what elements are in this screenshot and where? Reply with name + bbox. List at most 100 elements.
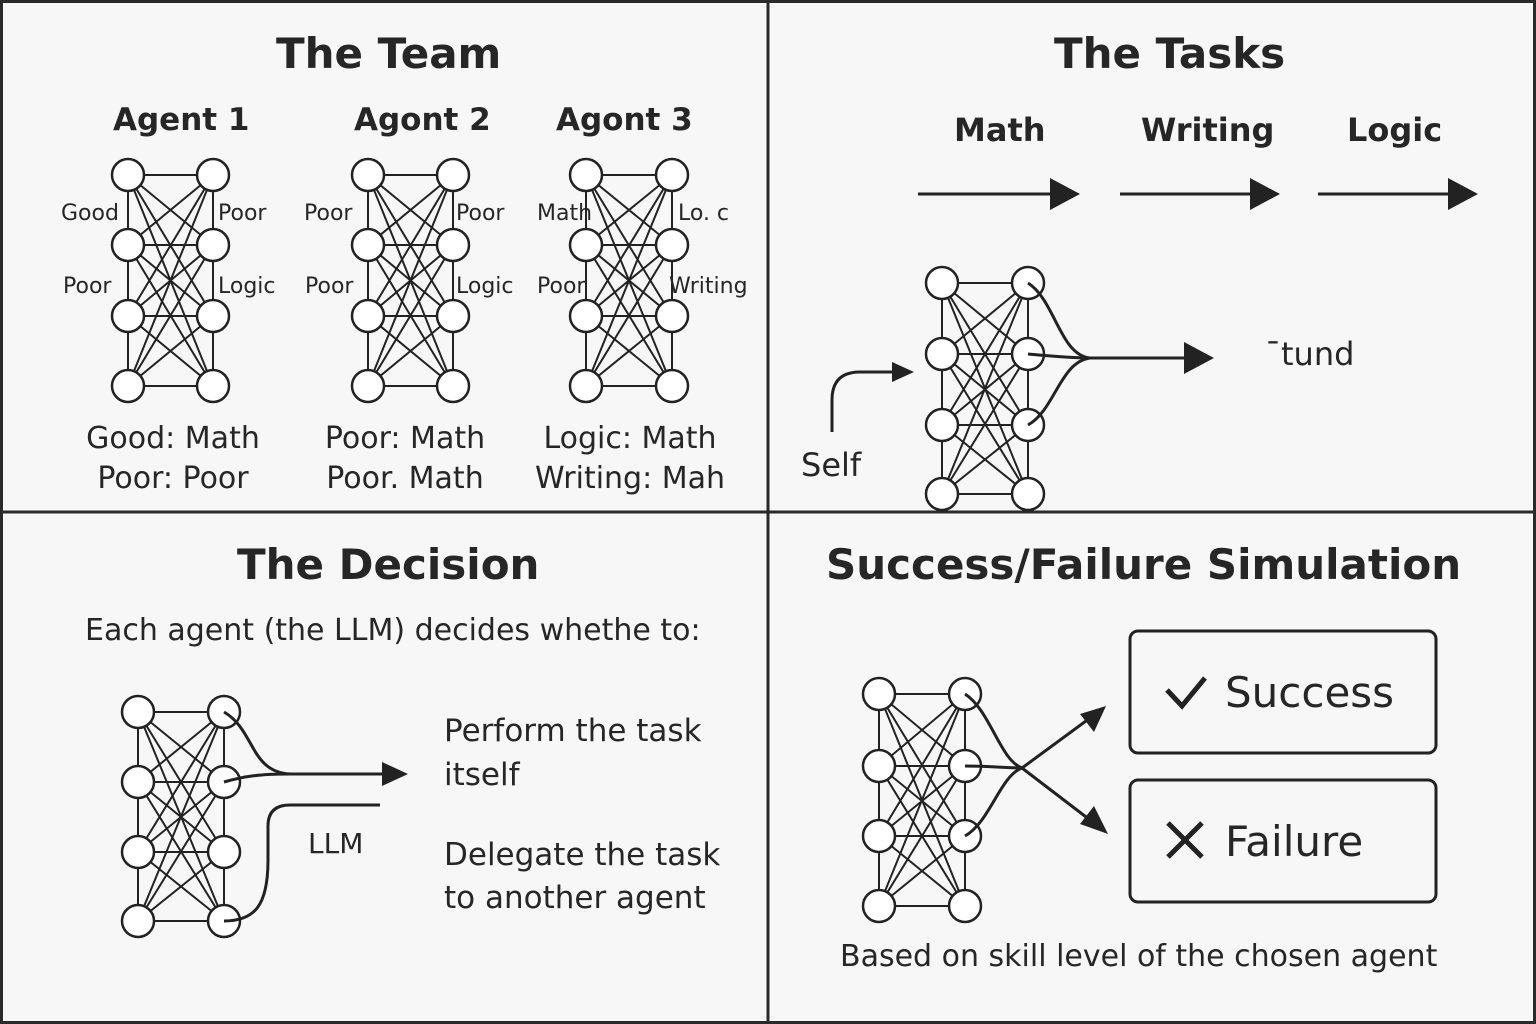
x-icon — [1166, 821, 1204, 859]
network-edge — [127, 244, 214, 387]
network-edge — [941, 353, 1029, 495]
failure-label: Failure — [1225, 817, 1364, 866]
network-node — [1010, 476, 1046, 512]
network-edge — [127, 315, 214, 387]
tasks-output-arrow-head — [1184, 342, 1214, 374]
network-edge — [137, 781, 225, 922]
agent-3-skill-right-top: Lo. c — [678, 201, 730, 226]
network-node — [924, 336, 960, 372]
agent-1-name: Agent 1 — [113, 102, 250, 138]
self-label: Self — [801, 446, 862, 484]
agent-3-network — [568, 157, 690, 404]
network-edge — [367, 174, 454, 317]
self-input-arrow — [830, 370, 894, 432]
network-node — [568, 157, 604, 193]
option-delegate-line-1: Delegate the task — [444, 837, 721, 873]
sim-failure-arrow-head — [1080, 806, 1108, 834]
network-edge — [137, 851, 225, 922]
tasks-output-curve-3 — [1027, 356, 1091, 427]
network-edge — [367, 174, 454, 246]
agent-2-skill-right-bottom: Logic — [456, 274, 514, 299]
agent-1-summary-line-1: Good: Math — [86, 421, 260, 456]
network-edge — [127, 174, 214, 317]
decision-intro: Each agent (the LLM) decides whethe to: — [85, 613, 701, 648]
sim-failure-arrow — [1021, 766, 1091, 822]
network-edge — [878, 835, 966, 907]
agent-3-summary-line-1: Logic: Math — [543, 421, 717, 456]
sim-curve-3 — [964, 766, 1023, 838]
network-edge — [367, 244, 454, 387]
network-edge — [585, 174, 673, 387]
network-node — [206, 834, 242, 870]
network-node — [350, 298, 386, 334]
network-edge — [127, 174, 214, 246]
self-input-arrow-head — [892, 362, 914, 382]
network-node — [435, 298, 471, 334]
agent-1-skill-left-bottom: Poor — [63, 274, 112, 299]
agent-1-network — [110, 157, 231, 404]
network-edge — [941, 282, 1029, 355]
network-edge — [941, 424, 1029, 495]
network-node — [195, 368, 231, 404]
network-edge — [941, 282, 1029, 495]
success-label: Success — [1225, 668, 1395, 717]
agent-2-skill-left-top: Poor — [304, 201, 353, 226]
network-edge — [585, 174, 673, 317]
network-node — [654, 157, 690, 193]
network-node — [568, 298, 604, 334]
tasks-output-curve-1 — [1027, 281, 1091, 360]
network-edge — [367, 174, 454, 387]
network-node — [435, 227, 471, 263]
network-edge — [878, 765, 966, 907]
task-name-math: Math — [954, 111, 1046, 149]
agent-1-skill-right-top: Poor — [218, 201, 267, 226]
task-name-logic: Logic — [1347, 111, 1443, 149]
network-node — [350, 227, 386, 263]
network-node — [924, 407, 960, 443]
agent-2-summary-line-2: Poor. Math — [326, 461, 484, 496]
network-node — [924, 265, 960, 301]
task-arrow-writing-head — [1250, 178, 1280, 210]
task-name-writing: Writing — [1141, 111, 1275, 149]
option-delegate-line-2: to another agent — [444, 880, 706, 916]
network-edge — [878, 693, 966, 767]
network-node — [861, 748, 897, 784]
network-node — [861, 818, 897, 854]
network-node — [350, 157, 386, 193]
option-perform-line-1: Perform the task — [444, 713, 702, 749]
option-perform-line-2: itself — [444, 757, 520, 793]
agent-1-skill-right-bottom: Logic — [218, 274, 276, 299]
agent-2-summary-line-1: Poor: Math — [324, 421, 486, 456]
network-node — [654, 368, 690, 404]
network-edge — [585, 244, 673, 387]
network-edge — [585, 174, 673, 246]
network-node — [435, 368, 471, 404]
decision-title: The Decision — [237, 540, 540, 589]
sim-success-arrow — [1021, 716, 1091, 770]
network-node — [110, 368, 146, 404]
sim-success-arrow-head — [1080, 706, 1106, 732]
sim-curve-2 — [964, 764, 1023, 770]
decision-perform-arrow-head — [382, 762, 408, 786]
decision-curve-1 — [223, 710, 291, 776]
network-node — [120, 834, 156, 870]
network-node — [861, 676, 897, 712]
network-node — [947, 888, 983, 924]
decision-curve-2 — [223, 772, 291, 784]
network-edge — [127, 174, 214, 387]
network-node — [120, 694, 156, 730]
simulation-title: Success/Failure Simulation — [826, 540, 1462, 589]
tasks-title: The Tasks — [1054, 29, 1286, 78]
network-node — [110, 157, 146, 193]
network-node — [110, 227, 146, 263]
network-node — [120, 764, 156, 800]
sim-curve-1 — [964, 692, 1023, 770]
network-node — [120, 903, 156, 939]
network-node — [568, 368, 604, 404]
agent-3-name: Agont 3 — [556, 102, 693, 138]
simulation-caption: Based on skill level of the chosen agent — [840, 939, 1438, 974]
llm-label: LLM — [308, 827, 364, 860]
network-edge — [941, 282, 1029, 426]
